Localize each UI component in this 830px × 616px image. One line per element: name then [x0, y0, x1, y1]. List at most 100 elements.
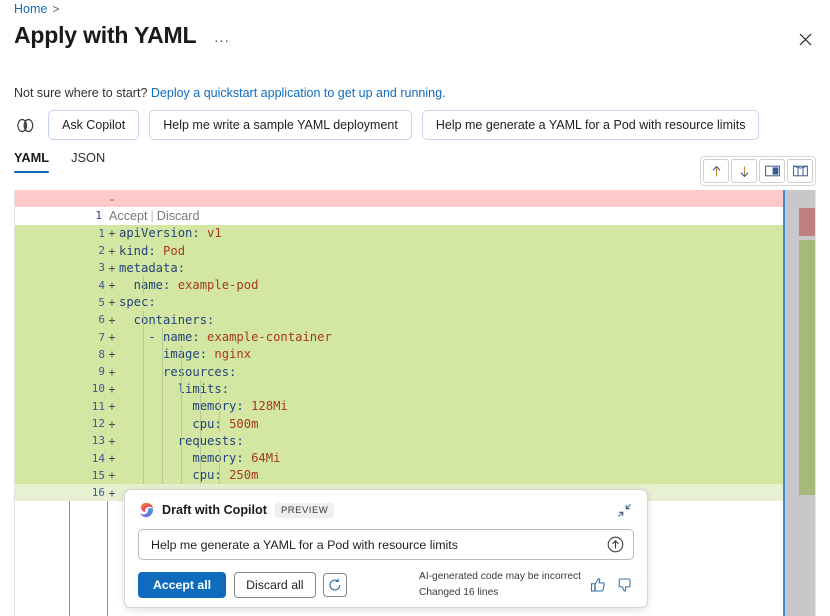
- diff-sign: +: [108, 399, 116, 414]
- more-actions-button[interactable]: ...: [214, 29, 230, 47]
- next-change-button[interactable]: [731, 159, 757, 183]
- arrow-down-icon: [740, 166, 748, 177]
- indent-guide: [162, 397, 163, 415]
- original-line-number: 1: [95, 209, 102, 223]
- page-title: Apply with YAML: [14, 22, 197, 48]
- indent-guide: [181, 345, 182, 363]
- title-row: Apply with YAML ...: [14, 22, 830, 50]
- previous-change-button[interactable]: [703, 159, 729, 183]
- code-line[interactable]: 1+apiVersion: v1: [15, 224, 783, 242]
- collapse-panel-button[interactable]: [614, 500, 634, 520]
- code-text: cpu: 250m: [119, 468, 259, 483]
- code-line[interactable]: 2+kind: Pod: [15, 241, 783, 260]
- close-button[interactable]: [792, 26, 818, 52]
- indent-guide: [181, 362, 182, 381]
- code-line[interactable]: 13+ requests:: [15, 432, 783, 450]
- tab-yaml[interactable]: YAML: [14, 150, 50, 173]
- indent-guide: [143, 380, 144, 398]
- code-line[interactable]: 11+ memory: 128Mi: [15, 397, 783, 415]
- thumbs-down-icon: [618, 578, 631, 592]
- diff-sign: +: [108, 243, 116, 258]
- line-number: 13: [91, 434, 105, 448]
- indent-guide: [162, 432, 163, 450]
- indent-guide: [143, 362, 144, 381]
- line-number: 1: [98, 226, 105, 240]
- indent-guide: [181, 449, 182, 467]
- diff-sign: +: [108, 485, 116, 500]
- code-line[interactable]: 4+ name: example-pod: [15, 276, 783, 294]
- line-number: 9: [98, 365, 105, 379]
- code-text: requests:: [177, 433, 244, 448]
- arrow-up-icon: [712, 165, 720, 176]
- indent-guide: [219, 466, 220, 485]
- indent-guide: [219, 449, 220, 467]
- diff-sign: +: [108, 260, 116, 275]
- split-view-button[interactable]: [759, 159, 785, 183]
- chip-ask-copilot[interactable]: Ask Copilot: [48, 110, 140, 141]
- code-line[interactable]: 10+ limits:: [15, 380, 783, 398]
- code-line[interactable]: -: [15, 190, 783, 208]
- indent-guide: [143, 414, 144, 433]
- breadcrumb-separator-icon: >: [52, 2, 60, 16]
- code-line[interactable]: 6+ containers:: [15, 311, 783, 329]
- indent-guide: [200, 380, 201, 398]
- code-line[interactable]: 3+metadata:: [15, 259, 783, 277]
- quickstart-hint-prefix: Not sure where to start?: [14, 86, 148, 100]
- changed-lines-count: Changed 16 lines: [419, 586, 499, 598]
- indent-guide: [162, 466, 163, 485]
- draft-with-copilot-panel[interactable]: Draft with Copilot PREVIEW Accept all Di…: [124, 489, 648, 608]
- code-line[interactable]: 5+spec:: [15, 293, 783, 312]
- indent-guide: [143, 276, 144, 294]
- accept-all-button[interactable]: Accept all: [138, 571, 227, 598]
- collapse-icon: [617, 503, 631, 517]
- book-view-icon: [792, 165, 808, 177]
- prompt-input-wrapper[interactable]: [138, 529, 634, 560]
- quickstart-hint: Not sure where to start? Deploy a quicks…: [14, 86, 446, 100]
- prompt-input[interactable]: [149, 536, 605, 553]
- breadcrumb-item-home[interactable]: Home: [14, 2, 48, 16]
- copilot-suggestions: Ask Copilot Help me write a sample YAML …: [12, 110, 760, 141]
- regenerate-icon: [328, 578, 340, 591]
- thumbs-up-button[interactable]: [589, 576, 607, 594]
- thumbs-down-button[interactable]: [616, 576, 634, 594]
- code-line[interactable]: 7+ - name: example-container: [15, 328, 783, 346]
- code-text: metadata:: [119, 260, 186, 275]
- draft-panel-header: Draft with Copilot PREVIEW: [138, 500, 634, 520]
- editor-toolbar: [700, 156, 816, 186]
- discard-all-button[interactable]: Discard all: [234, 571, 316, 598]
- line-number: 14: [91, 451, 105, 465]
- indent-guide: [162, 414, 163, 433]
- accept-hunk-button[interactable]: Accept: [109, 208, 148, 223]
- code-line[interactable]: 12+ cpu: 500m: [15, 414, 783, 433]
- ruler-added-thumb: [799, 240, 815, 495]
- discard-hunk-button[interactable]: Discard: [156, 208, 200, 223]
- code-text: containers:: [119, 312, 215, 327]
- format-tabs: YAML JSON: [14, 150, 105, 173]
- indent-guide: [200, 449, 201, 467]
- split-view-icon: [764, 165, 780, 177]
- ruler-removed-mark: [799, 208, 815, 236]
- ruler-edge: [783, 190, 785, 616]
- diff-sign: +: [108, 364, 116, 379]
- code-line[interactable]: 15+ cpu: 250m: [15, 466, 783, 485]
- quickstart-link[interactable]: Deploy a quickstart application to get u…: [150, 86, 446, 100]
- diff-sign: +: [108, 451, 116, 466]
- indent-guide: [143, 397, 144, 415]
- code-line[interactable]: 8+ image: nginx: [15, 345, 783, 363]
- inline-view-button[interactable]: [787, 159, 813, 183]
- chip-pod-resource-limits[interactable]: Help me generate a YAML for a Pod with r…: [421, 110, 760, 141]
- code-line[interactable]: 9+ resources:: [15, 362, 783, 381]
- code-line[interactable]: 14+ memory: 64Mi: [15, 449, 783, 467]
- chip-sample-yaml-deployment[interactable]: Help me write a sample YAML deployment: [149, 110, 412, 141]
- regenerate-button[interactable]: [322, 572, 347, 597]
- copilot-icon: [12, 112, 38, 138]
- send-prompt-button[interactable]: [605, 535, 625, 555]
- indent-guide: [200, 397, 201, 415]
- overview-ruler[interactable]: [783, 190, 815, 616]
- indent-guide: [162, 345, 163, 363]
- code-text: cpu: 500m: [119, 416, 259, 431]
- tab-json[interactable]: JSON: [71, 150, 106, 165]
